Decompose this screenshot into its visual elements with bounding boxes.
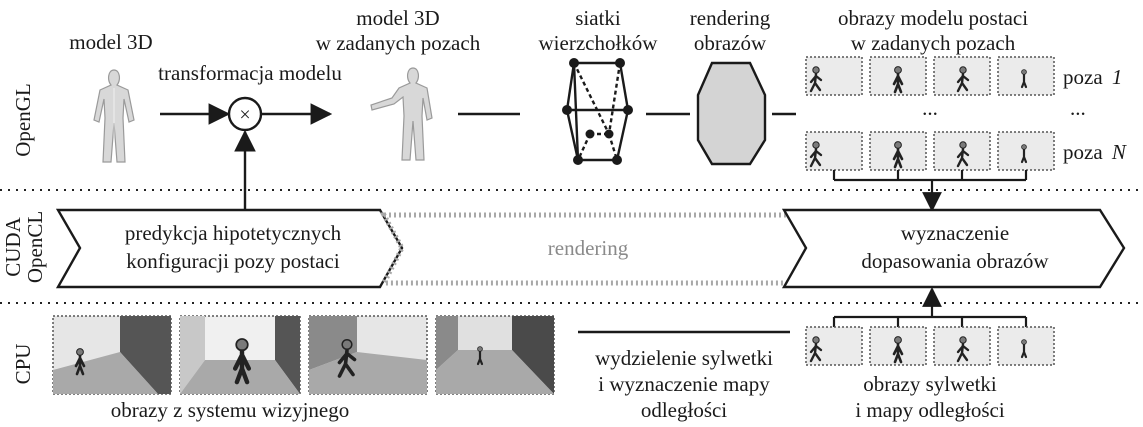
- label-images-1: obrazy modelu postaci: [838, 6, 1028, 30]
- thumbnail: [805, 131, 863, 171]
- vision-caption: obrazy z systemu wizyjnego: [111, 398, 350, 422]
- thumbnail: [805, 56, 863, 96]
- matching-chevron: [781, 208, 1126, 289]
- label-posed-1: model 3D: [356, 6, 439, 30]
- label-render-1: rendering: [690, 6, 771, 30]
- camera-frame-1: [52, 315, 172, 395]
- pose-ellipsis: ...: [1070, 96, 1086, 120]
- silhouette-thumbnails: [805, 326, 1055, 366]
- posed-model-icon: [370, 67, 433, 161]
- silhouette-caption-2: i mapy odległości: [855, 398, 1004, 422]
- rendering-label: rendering: [548, 236, 629, 260]
- matching-line-2: dopasowania obrazów: [861, 249, 1049, 273]
- bracket-silhouettes: [832, 315, 1028, 327]
- camera-frame-4: [435, 315, 555, 395]
- thumbnail: [997, 56, 1055, 96]
- label-model-3d: model 3D: [69, 30, 152, 54]
- thumbnail: [997, 131, 1055, 171]
- silhouette-caption-1: obrazy sylwetki: [863, 372, 997, 396]
- camera-frame-3: [308, 315, 428, 395]
- label-transformation: transformacja modelu: [158, 61, 342, 85]
- thumbnail: [997, 326, 1055, 366]
- thumbnail: [805, 326, 863, 366]
- vertex-mesh-icon: [562, 58, 633, 165]
- row-label-opengl: OpenGL: [11, 83, 35, 156]
- row-label-opencl: OpenCL: [23, 211, 47, 283]
- label-posed-2: w zadanych pozach: [316, 31, 481, 55]
- matching-line-1: wyznaczenie: [901, 221, 1009, 245]
- pose-1-thumbnails: [805, 56, 1055, 96]
- row-label-cuda: CUDA: [1, 216, 25, 276]
- thumbnails-ellipsis: ...: [922, 96, 938, 120]
- human-model-icon: [93, 69, 135, 163]
- multiply-symbol: ×: [239, 104, 250, 126]
- prediction-chevron: [55, 208, 404, 289]
- process-line-3: odległości: [641, 398, 727, 422]
- multiply-node: ×: [227, 96, 263, 132]
- bracket-rendered-images: [832, 170, 1028, 182]
- prediction-line-2: konfiguracji pozy postaci: [126, 249, 340, 273]
- row-label-cpu: CPU: [11, 344, 35, 385]
- process-line-1: wydzielenie sylwetki: [595, 346, 773, 370]
- pose-1-label: poza 1: [1063, 65, 1122, 89]
- label-render-2: obrazów: [694, 31, 767, 55]
- label-mesh-2: wierzchołków: [539, 31, 659, 55]
- prediction-line-1: predykcja hipotetycznych: [125, 221, 342, 245]
- process-line-2: i wyznaczenie mapy: [598, 372, 770, 396]
- pose-n-label: poza N: [1063, 140, 1127, 164]
- pose-n-thumbnails: [805, 131, 1055, 171]
- rendering-shape: [696, 61, 767, 166]
- label-mesh-1: siatki: [575, 6, 621, 30]
- camera-frame-2: [179, 315, 301, 395]
- label-images-2: w zadanych pozach: [851, 31, 1016, 55]
